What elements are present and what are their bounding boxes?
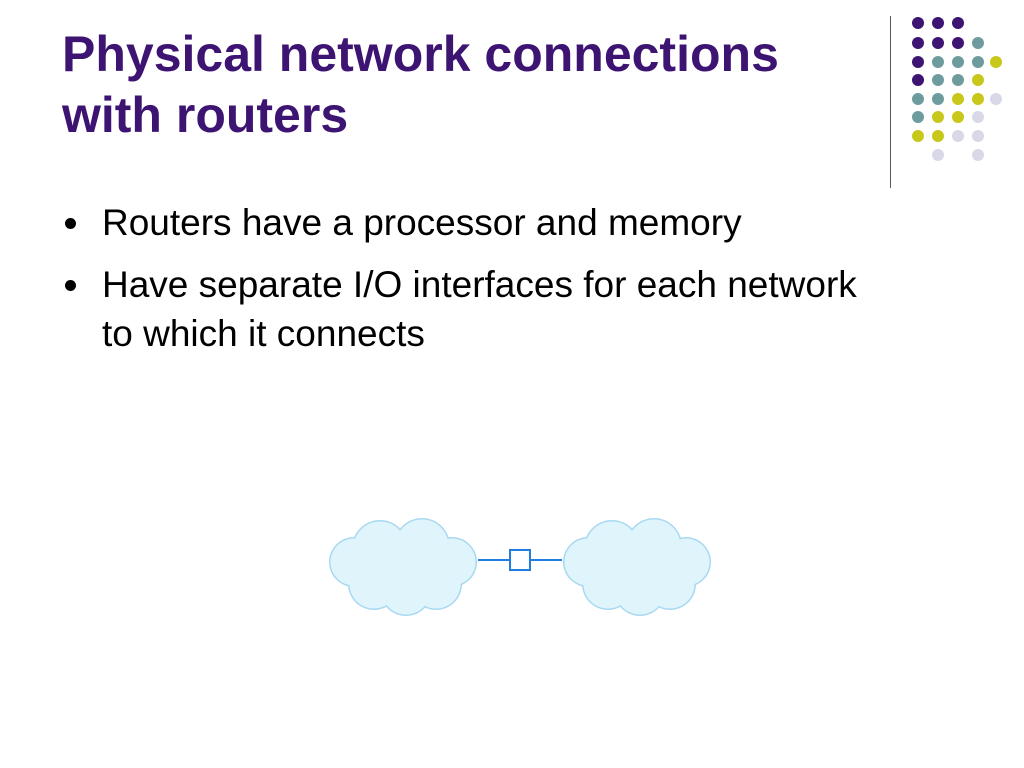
decor-dot	[952, 37, 964, 49]
decor-dot	[952, 111, 964, 123]
decorative-dot-grid	[912, 17, 1002, 161]
decor-dot	[972, 93, 984, 105]
network-cloud-right	[563, 518, 711, 616]
decor-dot	[912, 74, 924, 86]
bullet-text: Routers have a processor and memory	[102, 202, 742, 243]
decor-dot	[952, 93, 964, 105]
decor-dot	[932, 74, 944, 86]
decor-dot	[932, 56, 944, 68]
decor-dot	[912, 56, 924, 68]
decor-dot	[932, 37, 944, 49]
decor-dot	[972, 149, 984, 161]
decor-dot	[932, 93, 944, 105]
bullet-text: Have separate I/O interfaces for each ne…	[102, 264, 857, 354]
bullet-list: Routers have a processor and memory Have…	[62, 198, 862, 371]
router-network-diagram	[329, 518, 711, 616]
slide-title-line-2: with routers	[62, 87, 349, 143]
decor-dot	[952, 130, 964, 142]
decor-dot	[912, 37, 924, 49]
decor-dot	[990, 56, 1002, 68]
decor-dot	[972, 130, 984, 142]
bullet-item: Routers have a processor and memory	[62, 198, 862, 247]
decor-dot	[952, 17, 964, 29]
decor-dot	[972, 74, 984, 86]
bullet-dot-icon	[65, 218, 76, 229]
network-cloud-left	[329, 518, 477, 616]
decor-dot	[972, 56, 984, 68]
decor-dot	[912, 111, 924, 123]
decor-dot	[972, 111, 984, 123]
decor-dot	[952, 74, 964, 86]
slide-title-line-1: Physical network connections	[62, 26, 779, 82]
decor-dot	[932, 149, 944, 161]
decor-dot	[952, 56, 964, 68]
decor-dot	[972, 37, 984, 49]
decor-dot	[990, 93, 1002, 105]
slide-title: Physical network connections with router…	[62, 24, 882, 146]
bullet-dot-icon	[65, 280, 76, 291]
decor-dot	[912, 93, 924, 105]
router-box-icon	[509, 549, 531, 571]
decor-dot	[932, 17, 944, 29]
decor-dot	[912, 17, 924, 29]
title-divider-line	[890, 16, 891, 188]
bullet-item: Have separate I/O interfaces for each ne…	[62, 260, 862, 358]
decor-dot	[932, 130, 944, 142]
decor-dot	[912, 130, 924, 142]
decor-dot	[932, 111, 944, 123]
